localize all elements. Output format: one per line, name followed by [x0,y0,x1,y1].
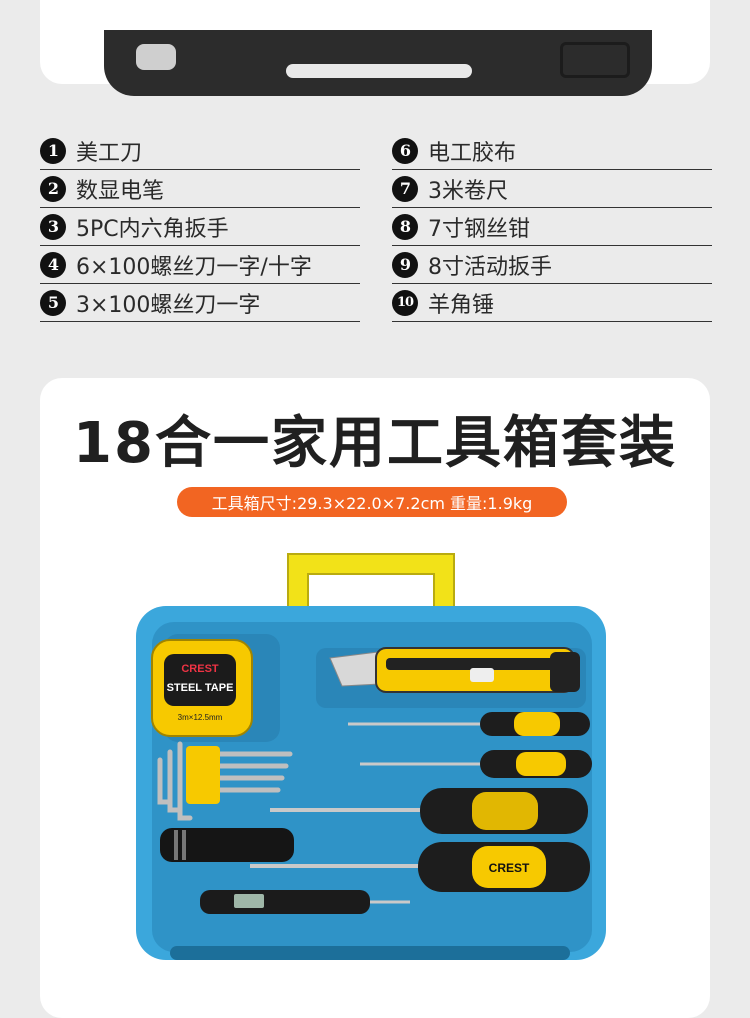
screwdriver-small [360,750,592,778]
number-badge: 3 [40,213,66,240]
list-item: 8 7寸钢丝钳 [392,208,712,246]
part-label: 7寸钢丝钳 [428,216,530,242]
part-label: 6×100螺丝刀一字/十字 [76,254,312,280]
tape-label: STEEL TAPE [167,682,234,694]
list-item: 9 8寸活动扳手 [392,246,712,284]
part-label: 8寸活动扳手 [428,254,552,280]
part-label: 3×100螺丝刀一字 [76,292,261,318]
part-label: 美工刀 [76,140,143,166]
number-badge: 1 [40,137,66,164]
toolbox-bottom-image [104,30,652,96]
parts-list-left: 1 美工刀 2 数显电笔 3 5PC内六角扳手 4 6×100螺丝刀一字/十字 … [40,132,360,322]
number-badge: 2 [40,175,66,202]
screwdriver-large [270,788,588,834]
list-item: 7 3米卷尺 [392,170,712,208]
product-title: 18合一家用工具箱套装 [73,411,677,476]
case-knob [136,44,176,70]
number-badge: 8 [392,213,418,240]
case-handle-slot [286,64,472,78]
tape-measure: CREST STEEL TAPE 3m×12.5mm [151,639,253,737]
voltage-tester [200,890,410,914]
part-label: 3米卷尺 [428,178,508,204]
list-item: 1 美工刀 [40,132,360,170]
number-badge: 5 [40,289,66,316]
utility-knife [329,647,580,693]
number-badge: 7 [392,175,418,202]
case-pocket [560,42,630,78]
hex-key-holder [186,746,220,804]
list-item: 5 3×100螺丝刀一字 [40,284,360,322]
part-label: 羊角锤 [428,292,495,318]
part-label: 电工胶布 [428,140,517,166]
tape-size: 3m×12.5mm [178,713,223,722]
part-label: 数显电笔 [76,178,165,204]
tape-roll [160,828,294,862]
parts-list-right: 6 电工胶布 7 3米卷尺 8 7寸钢丝钳 9 8寸活动扳手 10 羊角锤 [392,132,712,322]
list-item: 4 6×100螺丝刀一字/十字 [40,246,360,284]
number-badge: 9 [392,251,418,278]
screwdriver-brand: CREST [489,861,530,875]
screwdriver-large: CREST [250,842,590,892]
number-badge: 10 [392,289,418,316]
number-badge: 6 [392,137,418,164]
toolbox-image: CREST STEEL TAPE 3m×12.5mm [136,553,606,960]
spec-badge: 工具箱尺寸:29.3×22.0×7.2cm 重量:1.9kg [177,487,567,517]
list-item: 2 数显电笔 [40,170,360,208]
list-item: 3 5PC内六角扳手 [40,208,360,246]
part-label: 5PC内六角扳手 [76,216,229,242]
list-item: 6 电工胶布 [392,132,712,170]
tape-brand: CREST [181,663,219,675]
case-bottom-edge [170,946,570,960]
list-item: 10 羊角锤 [392,284,712,322]
screwdriver-small [348,712,590,736]
number-badge: 4 [40,251,66,278]
